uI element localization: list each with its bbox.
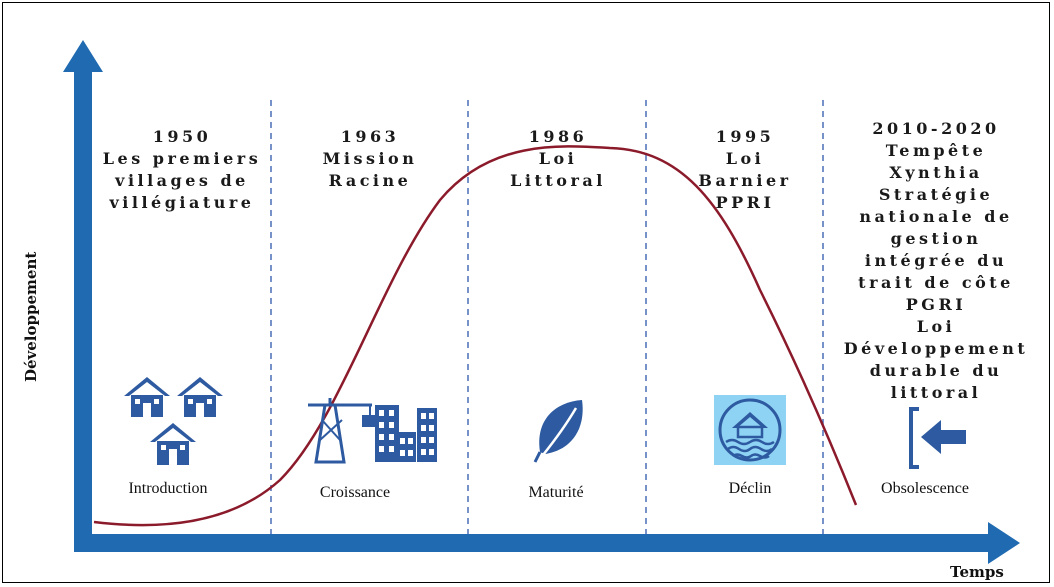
phase-label-maturite: Maturité — [528, 484, 584, 501]
y-axis-arrowhead — [63, 40, 103, 72]
period-line: Xynthia — [889, 163, 983, 182]
period-1963: 1963 Mission Racine — [285, 126, 455, 192]
period-line: Loi — [725, 149, 765, 168]
period-line: Barnier — [698, 171, 792, 190]
period-line: Développement — [843, 339, 1029, 358]
period-1995: 1995 Loi Barnier PPRI — [660, 126, 830, 214]
period-line: PPRI — [715, 193, 775, 212]
phase-label-croissance: Croissance — [319, 484, 391, 501]
exit-arrow-icon — [909, 407, 966, 469]
period-1986: 1986 Loi Littoral — [478, 126, 638, 192]
period-line: Loi — [916, 317, 956, 336]
phase-label-introduction: Introduction — [128, 480, 208, 497]
period-line: trait de côte — [858, 273, 1014, 292]
period-line: intégrée du — [864, 251, 1008, 270]
period-line: Littoral — [510, 171, 606, 190]
flooded-house-icon — [714, 395, 786, 465]
period-line: Les premiers — [102, 149, 262, 168]
x-axis — [74, 534, 990, 552]
period-line: villages de — [115, 171, 249, 190]
x-axis-label: Temps — [950, 563, 1004, 581]
period-line: nationale de — [859, 207, 1013, 226]
period-line: Tempête — [885, 141, 987, 160]
period-line: durable du — [869, 361, 1003, 380]
period-line: Stratégie — [878, 185, 994, 204]
houses-icon — [124, 377, 223, 465]
period-year: 1995 — [715, 127, 775, 146]
period-1950: 1950 Les premiers villages de villégiatu… — [92, 126, 272, 214]
period-year: 1986 — [528, 127, 588, 146]
phase-label-obsolescence: Obsolescence — [881, 480, 969, 497]
period-2010-2020: 2010-2020 Tempête Xynthia Stratégie nati… — [836, 118, 1036, 404]
period-line: Racine — [328, 171, 412, 190]
period-year: 1963 — [340, 127, 400, 146]
period-year: 2010-2020 — [872, 119, 1000, 138]
phase-label-declin: Déclin — [728, 480, 772, 497]
leaf-icon — [533, 400, 583, 463]
y-axis-label: Développement — [22, 251, 40, 382]
city-crane-icon — [308, 398, 437, 464]
period-line: PGRI — [905, 295, 967, 314]
period-line: gestion — [890, 229, 982, 248]
period-line: littoral — [890, 383, 982, 402]
period-line: Loi — [538, 149, 578, 168]
period-year: 1950 — [152, 127, 212, 146]
period-line: Mission — [322, 149, 418, 168]
period-line: villégiature — [109, 193, 255, 212]
x-axis-arrowhead — [988, 522, 1020, 564]
y-axis — [74, 70, 92, 552]
lifecycle-curve — [93, 145, 858, 527]
